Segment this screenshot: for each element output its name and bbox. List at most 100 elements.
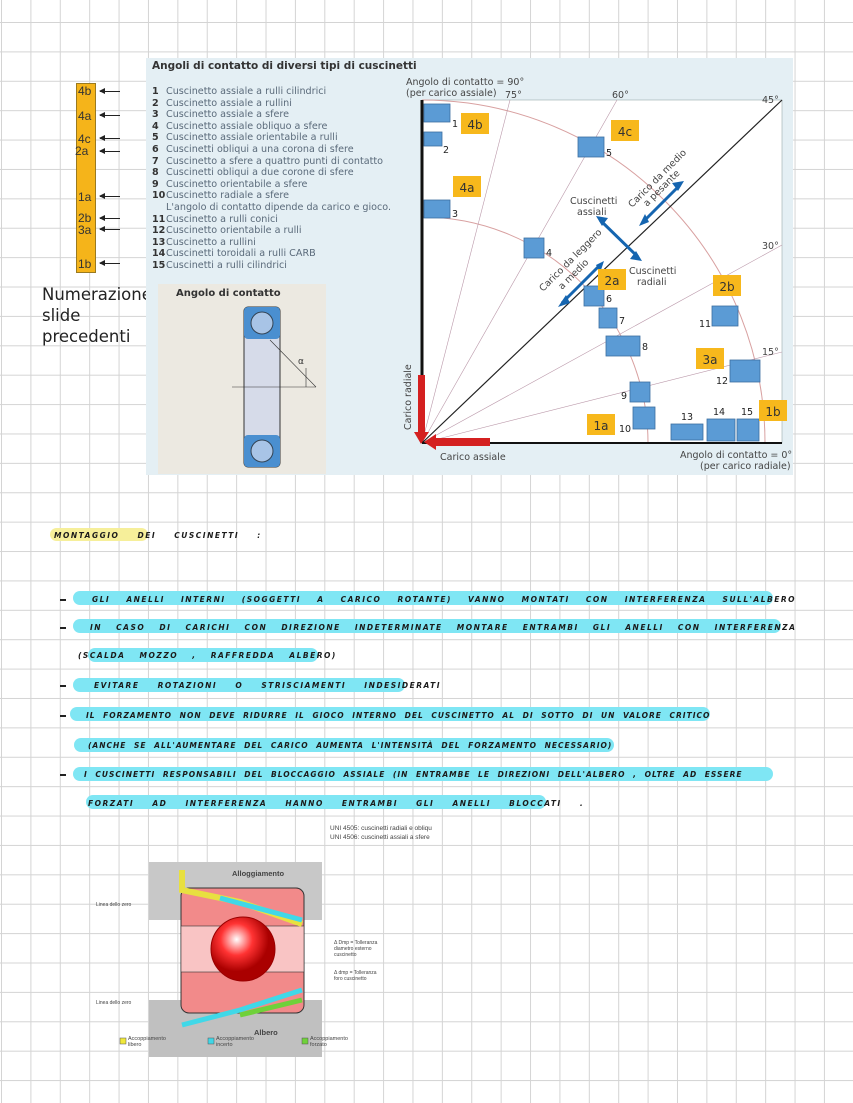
notes-title: Montaggio dei cuscinetti : bbox=[54, 531, 262, 540]
item-number: 15 bbox=[152, 259, 166, 271]
arrow-left-icon bbox=[99, 226, 120, 232]
item-number: 1 bbox=[152, 86, 159, 97]
bullet-dash bbox=[60, 774, 66, 776]
item-text: Cuscinetto assiale a rullini bbox=[166, 97, 292, 109]
bullet-dash bbox=[60, 715, 66, 717]
bearing-number: 9 bbox=[621, 391, 627, 402]
bar-label: 1a bbox=[78, 190, 92, 204]
item-number: 9 bbox=[152, 178, 159, 190]
axial-load-label: Carico assiale bbox=[440, 452, 506, 463]
arrow-left-icon bbox=[99, 215, 120, 221]
highlight bbox=[86, 795, 546, 809]
item-number: 5 bbox=[152, 132, 159, 144]
bearing-number: 6 bbox=[606, 294, 612, 305]
item-text: Cuscinetto orientabile a rulli bbox=[166, 225, 302, 237]
radial-bearings-label: Cuscinetti bbox=[629, 266, 676, 277]
bearing-tolerance-figure bbox=[119, 862, 322, 1057]
bar-label: 4b bbox=[78, 84, 92, 98]
bottom-axis-label: Angolo di contatto = 0° bbox=[680, 450, 792, 461]
radial-load-label: Carico radiale bbox=[403, 364, 414, 430]
tag-label: 1a bbox=[594, 419, 609, 433]
note-line: (scalda mozzo , raffredda albero) bbox=[78, 651, 337, 660]
load-arrows bbox=[414, 375, 490, 450]
highlight bbox=[88, 648, 318, 662]
note-line: I cuscinetti responsabili del bloccaggio… bbox=[84, 770, 743, 779]
bearing-type-item: 11Cuscinetto a rulli conici bbox=[152, 214, 391, 226]
bearing-number: 2 bbox=[443, 145, 449, 156]
bar-label: 4c bbox=[78, 132, 91, 146]
zero-line-label: Linea dello zero bbox=[96, 902, 132, 908]
item-number: 3 bbox=[152, 109, 159, 121]
tag-label: 2b bbox=[719, 280, 734, 294]
figure-title: Angoli di contatto di diversi tipi di cu… bbox=[152, 60, 417, 72]
angle-label: 45° bbox=[762, 95, 779, 106]
bearing-type-item: L'angolo di contatto dipende da carico e… bbox=[152, 202, 391, 214]
item-text: Cuscinetto a rulli conici bbox=[166, 213, 278, 225]
bearing-cross-section-icon bbox=[232, 306, 317, 468]
legend-uncertain: Accoppiamento incerto bbox=[216, 1036, 254, 1048]
bearing-type-item: 5 Cuscinetto assiale orientabile a rulli bbox=[152, 132, 391, 144]
bearing-type-item: 15Cuscinetti a rulli cilindrici bbox=[152, 260, 391, 272]
uni-note: UNI 4506: cuscinetti assiali a sfere bbox=[330, 834, 430, 841]
bearing-number: 11 bbox=[699, 319, 711, 330]
item-text: Cuscinetti obliqui a una corona di sfere bbox=[166, 143, 354, 155]
bearing-icons bbox=[423, 103, 761, 442]
note-line: Evitare rotazioni o strisciamenti indesi… bbox=[94, 681, 442, 690]
item-number: 10 bbox=[152, 190, 166, 202]
item-text: Cuscinetto assiale orientabile a rulli bbox=[166, 132, 338, 144]
bearing-number: 14 bbox=[713, 407, 725, 418]
contact-angle-inset bbox=[158, 284, 326, 474]
item-number: 4 bbox=[152, 120, 159, 132]
highlight bbox=[74, 738, 614, 752]
housing-label: Alloggiamento bbox=[232, 869, 285, 878]
bearing-type-item: 10Cuscinetto radiale a sfere bbox=[152, 190, 391, 202]
bearing-number: 12 bbox=[716, 376, 728, 387]
item-text: Cuscinetto a rullini bbox=[166, 236, 256, 248]
load-direction-arrows bbox=[560, 183, 682, 305]
axial-bearings-label: Cuscinetti bbox=[570, 196, 617, 207]
contact-angle-diagram: α 1 2 3 4 5 6 7 8 9 10 11 12 13 14 15 4b bbox=[232, 77, 792, 472]
numbering-caption: Numerazione slide precedenti bbox=[42, 284, 162, 347]
arrow-left-icon bbox=[99, 260, 120, 266]
angle-label: 15° bbox=[762, 347, 779, 358]
note-line: forzati ad interferenza hanno entrambi g… bbox=[88, 799, 585, 808]
axial-bearings-label: assiali bbox=[577, 207, 606, 218]
item-number: 14 bbox=[152, 248, 166, 260]
bearing-number: 10 bbox=[619, 424, 631, 435]
top-axis-label: Angolo di contatto = 90° bbox=[406, 77, 524, 88]
tag-label: 3a bbox=[703, 353, 718, 367]
slide-number-bar bbox=[76, 83, 96, 273]
bearing-number: 7 bbox=[619, 316, 625, 327]
bullet-dash bbox=[60, 685, 66, 687]
bullet-dash bbox=[60, 627, 66, 629]
zero-line-label: Linea dello zero bbox=[96, 1000, 132, 1006]
highlight bbox=[73, 678, 405, 692]
ball-icon bbox=[210, 916, 276, 982]
radial-bearings-label: radiali bbox=[637, 277, 667, 288]
tag-label: 4a bbox=[460, 181, 475, 195]
angle-label: 60° bbox=[612, 90, 629, 101]
item-text: Cuscinetti obliqui a due corone di sfere bbox=[166, 167, 354, 179]
bearing-number: 3 bbox=[452, 209, 458, 220]
bullet-dash bbox=[60, 599, 66, 601]
item-number: 6 bbox=[152, 143, 159, 155]
legend-free: Accoppiamento libero bbox=[128, 1036, 166, 1048]
legend-forced: Accoppiamento forzato bbox=[310, 1036, 348, 1048]
angle-label: 30° bbox=[762, 241, 779, 252]
arrow-left-icon bbox=[99, 88, 120, 94]
alpha-label: α bbox=[298, 357, 304, 367]
item-text: L'angolo di contatto dipende da carico e… bbox=[166, 201, 392, 213]
item-text: Cuscinetto assiale a sfere bbox=[166, 109, 290, 121]
item-number: 13 bbox=[152, 236, 166, 248]
item-number: 11 bbox=[152, 213, 166, 225]
bar-label: 2b bbox=[78, 211, 92, 225]
bearing-type-item: 13Cuscinetto a rullini bbox=[152, 237, 391, 249]
item-text: Cuscinetto radiale a sfere bbox=[166, 190, 290, 202]
highlight bbox=[70, 707, 710, 721]
highlight bbox=[73, 767, 773, 781]
arrow-left-icon bbox=[99, 193, 120, 199]
